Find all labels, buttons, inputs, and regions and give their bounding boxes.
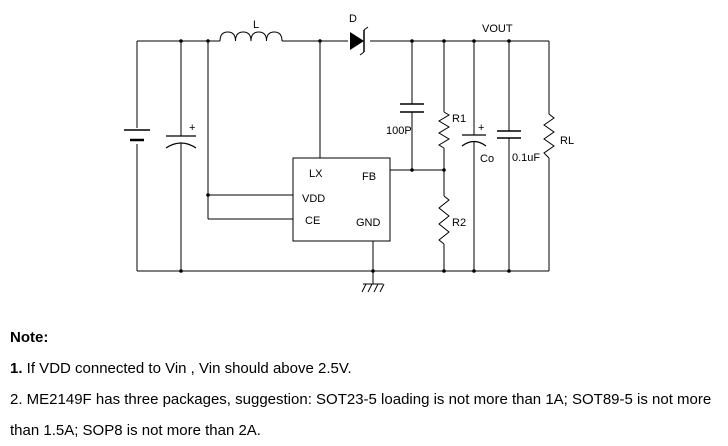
pin-vdd: VDD — [302, 193, 325, 205]
resistor-r2-label: R2 — [452, 217, 466, 229]
ground-icon — [361, 283, 385, 293]
notes-title: Note: — [10, 329, 49, 346]
pin-ce: CE — [305, 215, 320, 227]
note-text: If VDD connected to Vin , Vin should abo… — [22, 360, 352, 377]
inductor-label: L — [253, 19, 259, 31]
capacitor-100p-icon — [400, 103, 424, 113]
cin-plus-label: + — [189, 122, 195, 134]
capacitor-100p-label: 100P — [386, 125, 412, 137]
pin-fb: FB — [362, 171, 376, 183]
resistor-rl-label: RL — [560, 135, 574, 147]
capacitor-bypass-label: 0.1uF — [512, 152, 540, 164]
pin-gnd: GND — [356, 217, 381, 229]
note-item-2: 2. ME2149F has three packages, suggestio… — [10, 384, 722, 446]
diode-icon — [350, 26, 369, 56]
polarized-capacitor-co-icon: + — [461, 122, 487, 147]
pin-lx: LX — [309, 168, 323, 180]
resistor-r2-icon — [438, 195, 450, 245]
polarized-capacitor-icon: + — [165, 122, 197, 149]
resistor-r1-label: R1 — [452, 113, 466, 125]
note-item-1: 1. If VDD connected to Vin , Vin should … — [10, 353, 722, 384]
note-number: 2. — [10, 391, 23, 408]
vout-label: VOUT — [482, 23, 513, 35]
resistor-r1-icon — [438, 111, 450, 149]
capacitor-bypass-icon — [497, 130, 521, 139]
diode-label: D — [349, 13, 357, 25]
inductor-icon — [219, 31, 283, 42]
ic-body — [292, 157, 391, 242]
resistor-rl-icon — [543, 113, 555, 159]
notes-section: Note: 1. If VDD connected to Vin , Vin s… — [10, 322, 722, 446]
note-text: ME2149F has three packages, suggestion: … — [10, 391, 712, 439]
capacitor-co-label: Co — [480, 153, 494, 165]
note-number: 1. — [10, 360, 23, 377]
boost-converter-schematic: + L D LX VDD CE FB GND — [124, 13, 574, 293]
co-plus-label: + — [478, 122, 484, 134]
battery-icon — [124, 129, 150, 142]
